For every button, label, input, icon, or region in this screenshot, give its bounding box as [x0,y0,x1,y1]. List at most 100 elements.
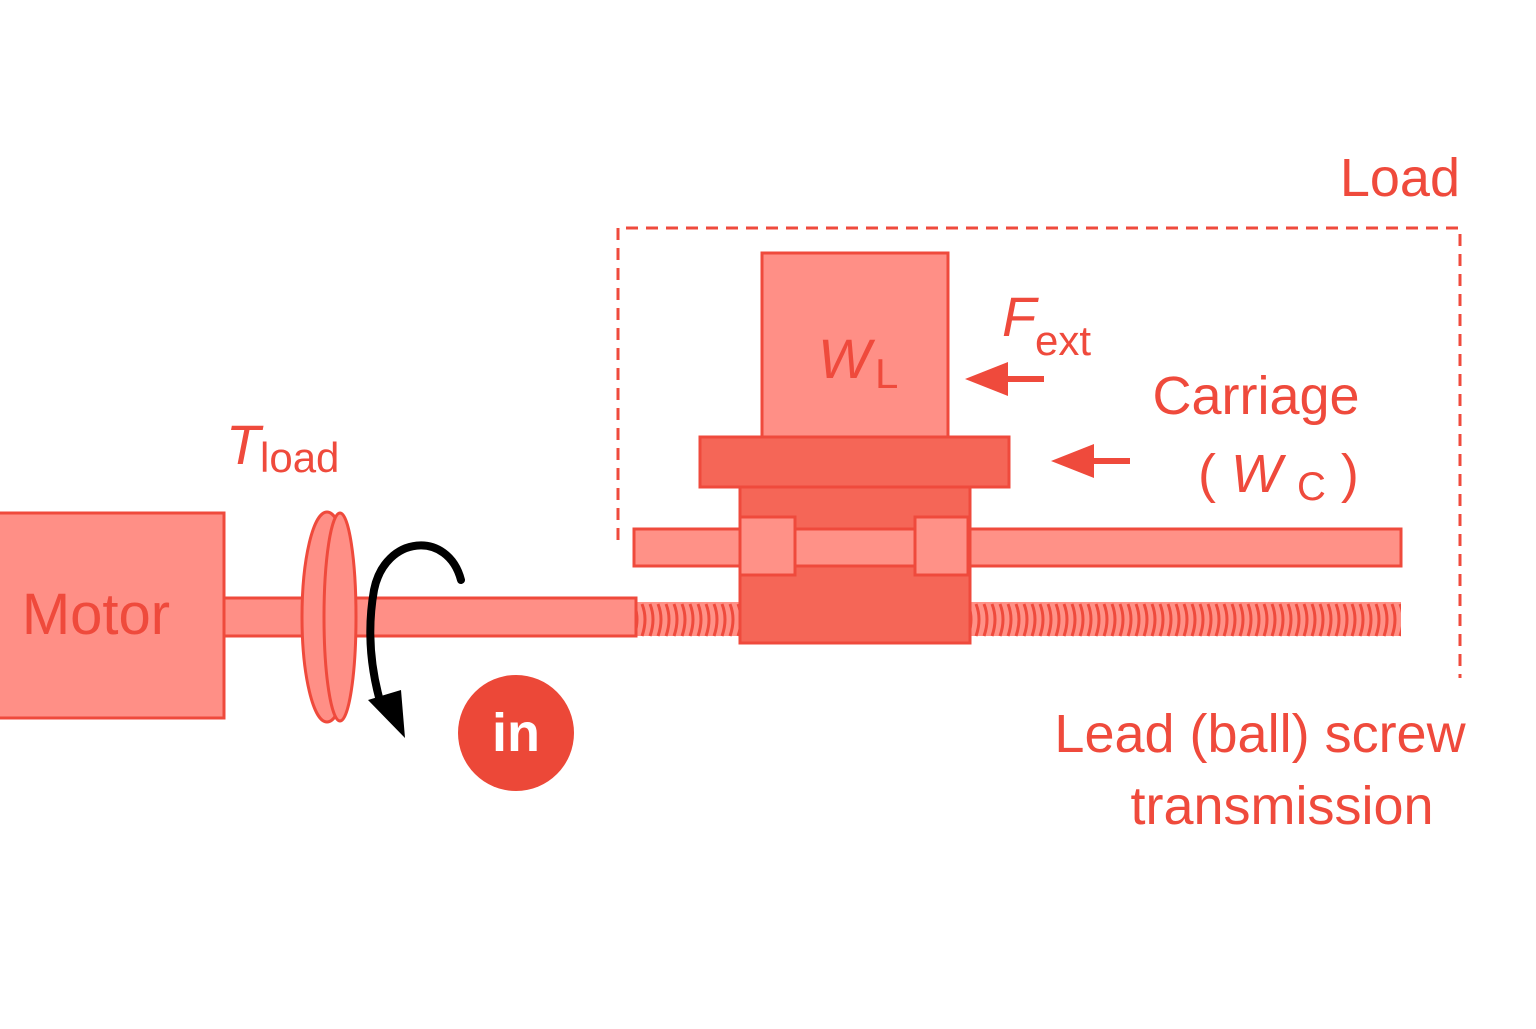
screw-thread [1238,603,1245,637]
inertia-disc [300,510,358,724]
torque-subscript: load [260,434,339,481]
screw-thread [664,603,671,637]
motor-body [0,511,226,720]
screw-thread [1262,603,1269,637]
screw-thread [1054,603,1061,637]
screw-thread [1182,603,1189,637]
screw-thread [1110,603,1117,637]
screw-thread [648,603,655,637]
screw-thread [1142,603,1149,637]
screw-thread [1118,603,1125,637]
screw-thread [728,603,735,637]
screw-thread [1038,603,1045,637]
screw-thread [1246,603,1253,637]
screw-thread [998,603,1005,637]
input-badge-label: in [492,703,540,763]
rail-segment-middle [793,527,917,568]
screw-thread [1286,603,1293,637]
screw-thread [696,603,703,637]
screw-thread [1094,603,1101,637]
screw-thread [672,603,679,637]
load-weight-label: W L [818,327,898,397]
screw-thread [1342,603,1349,637]
screw-thread [1222,603,1229,637]
screw-thread [1374,603,1381,637]
rail-bearing-left [738,515,797,577]
screw-thread [1150,603,1157,637]
screw-thread [656,603,663,637]
screw-thread [1086,603,1093,637]
transmission-label-line1: Lead (ball) screw [1054,704,1466,764]
force-label: F ext [1002,285,1091,364]
screw-thread [1102,603,1109,637]
screw-thread [712,603,719,637]
screw-thread [1326,603,1333,637]
screw-thread [1318,603,1325,637]
screw-thread [720,603,727,637]
carriage-label-line2: ( W C ) [1198,444,1359,512]
carriage-symbol: W [1231,444,1287,504]
force-symbol: F [1002,285,1039,348]
screw-thread [1350,603,1357,637]
carriage-open-paren: ( [1198,444,1216,504]
screw-thread [1310,603,1317,637]
screw-thread [1014,603,1021,637]
screw-thread [974,603,981,637]
screw-thread [1046,603,1053,637]
load-weight-symbol: W [818,327,876,390]
screw-thread [688,603,695,637]
screw-thread [1190,603,1197,637]
screw-thread [1230,603,1237,637]
screw-thread [1022,603,1029,637]
screw-thread [1006,603,1013,637]
screw-thread [680,603,687,637]
screw-thread [1382,603,1389,637]
rail-bearing-right [913,515,970,577]
screw-thread [1198,603,1205,637]
carriage-close-paren: ) [1341,444,1359,504]
screw-thread [1278,603,1285,637]
screw-thread [1134,603,1141,637]
transmission-label-line2: transmission [1130,776,1433,836]
screw-thread [1158,603,1165,637]
motor-shaft [222,596,638,638]
screw-thread [640,603,647,637]
screw-thread [1366,603,1373,637]
left-arrow-icon [965,362,1044,396]
screw-thread [1294,603,1301,637]
screw-thread [1398,603,1401,637]
screw-thread [1254,603,1261,637]
screw-thread [1390,603,1397,637]
force-subscript: ext [1035,317,1091,364]
screw-thread [1166,603,1173,637]
lead-screw-right [970,602,1411,637]
screw-thread [1302,603,1309,637]
screw-thread [1030,603,1037,637]
motor-label: Motor [22,582,170,647]
screw-thread [982,603,989,637]
screw-thread [1270,603,1277,637]
screw-thread [990,603,997,637]
input-badge [458,675,574,791]
screw-thread [1334,603,1341,637]
load-group-label: Load [1340,148,1460,208]
screw-thread [1214,603,1221,637]
torque-label: T load [226,413,339,481]
carriage-subscript: C [1297,465,1326,509]
screw-thread [1358,603,1365,637]
load-weight-subscript: L [875,350,898,397]
carriage-plate [698,435,1011,489]
lead-screw-left [636,602,740,637]
screw-thread [1174,603,1181,637]
carriage-label-line1: Carriage [1152,366,1359,426]
screw-thread [1206,603,1213,637]
screw-thread [704,603,711,637]
screw-thread [1126,603,1133,637]
screw-thread [1062,603,1069,637]
screw-thread [1078,603,1085,637]
load-weight-block [760,251,950,439]
screw-thread [1408,604,1411,636]
torque-symbol: T [226,413,264,476]
